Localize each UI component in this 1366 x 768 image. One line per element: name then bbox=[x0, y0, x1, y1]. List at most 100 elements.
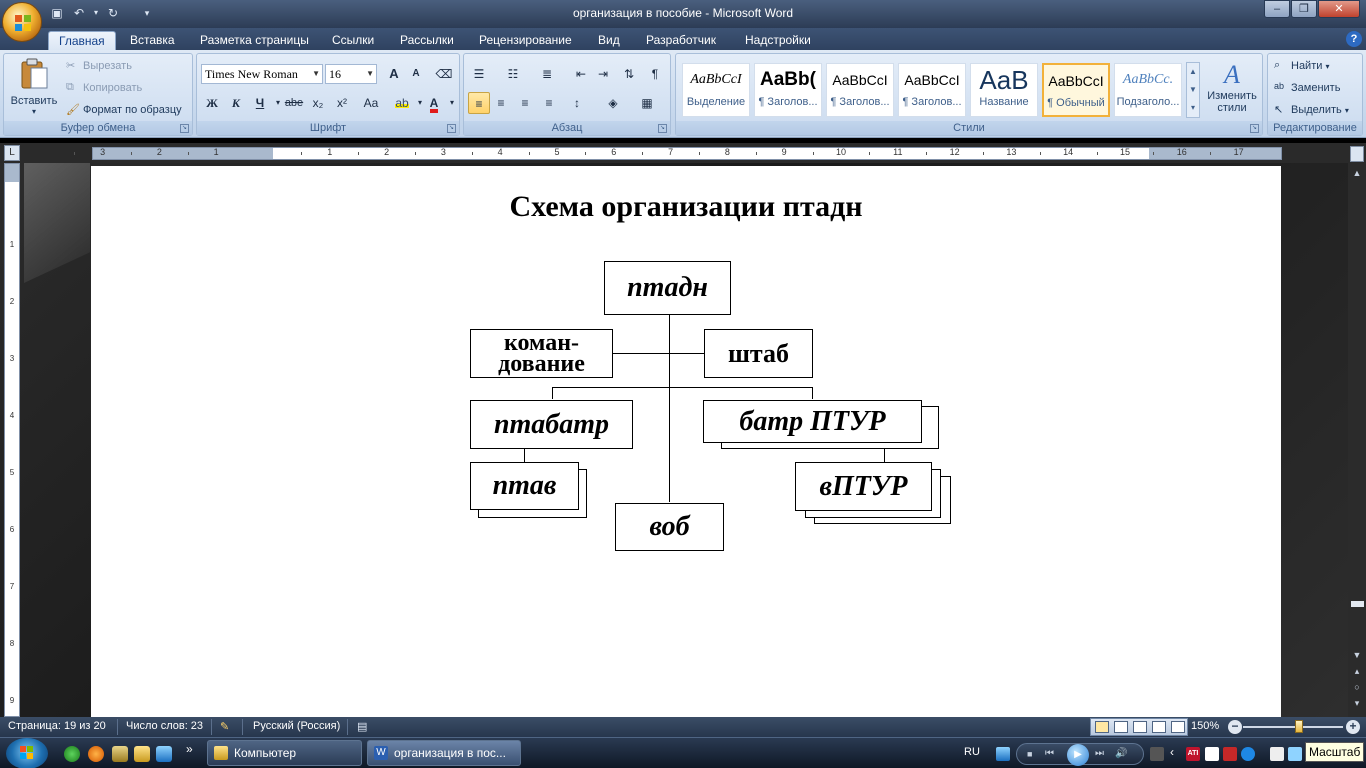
full-screen-reading-icon[interactable] bbox=[1114, 721, 1128, 733]
stop-icon[interactable]: ■ bbox=[1027, 749, 1033, 759]
tab-mailings[interactable]: Рассылки bbox=[400, 33, 454, 47]
volume-icon[interactable]: 🔊 bbox=[1115, 748, 1128, 759]
styles-scroll[interactable]: ▲▼▾ bbox=[1186, 62, 1200, 118]
redo-icon[interactable]: ↻ bbox=[107, 6, 119, 20]
font-name-combo[interactable]: Times New Roman▼ bbox=[201, 64, 323, 84]
shrink-font-button[interactable]: A bbox=[412, 68, 420, 79]
page-indicator[interactable]: Страница: 19 из 20 bbox=[8, 720, 106, 732]
borders-icon[interactable]: ▦ bbox=[641, 96, 653, 110]
numbering-icon[interactable]: ☷ bbox=[507, 67, 519, 81]
style-subtitle[interactable]: AaBbCc.Подзаголо... bbox=[1114, 63, 1182, 117]
document-page[interactable]: Схема организации птадн птадн коман- дов… bbox=[91, 166, 1281, 717]
draft-icon[interactable] bbox=[1171, 721, 1185, 733]
tab-insert[interactable]: Вставка bbox=[130, 33, 175, 47]
tray-media-icon[interactable] bbox=[996, 747, 1010, 761]
align-left-icon[interactable]: ≡ bbox=[468, 92, 490, 114]
font-color-dropdown-icon[interactable]: ▾ bbox=[449, 98, 454, 107]
increase-indent-icon[interactable]: ⇥ bbox=[597, 67, 609, 81]
macro-record-icon[interactable]: ▤ bbox=[357, 721, 368, 733]
tab-addins[interactable]: Надстройки bbox=[745, 33, 811, 47]
view-ruler-icon[interactable] bbox=[1350, 146, 1364, 162]
zoom-slider[interactable] bbox=[1243, 726, 1343, 728]
firefox-icon[interactable] bbox=[88, 746, 104, 762]
underline-button[interactable]: Ч bbox=[255, 96, 265, 110]
tab-review[interactable]: Рецензирование bbox=[479, 33, 572, 47]
browse-object-icon[interactable]: ○ bbox=[1354, 682, 1360, 692]
change-case-button[interactable]: Aa bbox=[363, 96, 379, 110]
maximize-button[interactable]: ❐ bbox=[1291, 0, 1317, 18]
decrease-indent-icon[interactable]: ⇤ bbox=[575, 67, 587, 81]
zoom-out-button[interactable]: − bbox=[1228, 720, 1242, 734]
language-indicator[interactable]: Русский (Россия) bbox=[253, 720, 341, 732]
scroll-thumb[interactable] bbox=[1351, 601, 1364, 607]
shading-icon[interactable]: ◈ bbox=[608, 96, 618, 110]
justify-icon[interactable]: ≡ bbox=[545, 96, 553, 110]
word-count[interactable]: Число слов: 23 bbox=[126, 720, 204, 732]
cut-button[interactable]: ✂Вырезать bbox=[66, 59, 132, 73]
tab-references[interactable]: Ссылки bbox=[332, 33, 375, 47]
office-button[interactable] bbox=[2, 2, 42, 42]
tab-page-layout[interactable]: Разметка страницы bbox=[200, 33, 309, 47]
select-button[interactable]: ↖Выделить ▾ bbox=[1274, 103, 1349, 116]
next-page-icon[interactable]: ▾ bbox=[1354, 698, 1360, 708]
style-normal[interactable]: AaBbCcI¶ Обычный bbox=[1042, 63, 1110, 117]
antivirus-icon[interactable] bbox=[1223, 747, 1237, 761]
tray-display-icon[interactable] bbox=[1288, 747, 1302, 761]
play-icon[interactable]: ▶ bbox=[1067, 744, 1089, 766]
paragraph-launcher-icon[interactable]: ↘ bbox=[658, 124, 667, 133]
customize-qat-icon[interactable]: ▾ bbox=[144, 8, 150, 18]
paste-button[interactable]: Вставить ▾ bbox=[8, 58, 60, 116]
clear-formatting-icon[interactable]: ⌫ bbox=[435, 67, 453, 81]
superscript-button[interactable]: x² bbox=[337, 96, 347, 110]
print-layout-icon[interactable] bbox=[1095, 721, 1109, 733]
save-icon[interactable]: ▣ bbox=[51, 6, 63, 20]
undo-icon[interactable]: ↶ bbox=[73, 6, 85, 20]
align-right-icon[interactable]: ≡ bbox=[521, 96, 529, 110]
tab-view[interactable]: Вид bbox=[598, 33, 620, 47]
tray-network-icon[interactable] bbox=[1150, 747, 1164, 761]
zoom-in-button[interactable]: + bbox=[1346, 720, 1360, 734]
font-size-combo[interactable]: 16▼ bbox=[325, 64, 377, 84]
tray-window-icon[interactable] bbox=[1270, 747, 1284, 761]
italic-button[interactable]: К bbox=[231, 96, 241, 110]
style-heading-2[interactable]: AaBbCcI¶ Заголов... bbox=[826, 63, 894, 117]
copy-button[interactable]: ⧉Копировать bbox=[66, 81, 142, 95]
font-color-icon[interactable]: A bbox=[423, 92, 445, 114]
styles-launcher-icon[interactable]: ↘ bbox=[1250, 124, 1259, 133]
font-launcher-icon[interactable]: ↘ bbox=[447, 124, 456, 133]
sort-icon[interactable]: ⇅ bbox=[623, 67, 635, 81]
underline-dropdown-icon[interactable]: ▾ bbox=[275, 98, 280, 107]
previous-page-icon[interactable]: ▴ bbox=[1354, 666, 1360, 676]
close-button[interactable]: ✕ bbox=[1318, 0, 1360, 18]
style-heading-3[interactable]: AaBbCcI¶ Заголов... bbox=[898, 63, 966, 117]
tray-app-icon[interactable] bbox=[1205, 747, 1219, 761]
previous-track-icon[interactable]: ⏮ bbox=[1045, 748, 1054, 759]
align-center-icon[interactable]: ≡ bbox=[497, 96, 505, 110]
minimize-button[interactable]: – bbox=[1264, 0, 1290, 18]
scroll-down-icon[interactable]: ▼ bbox=[1352, 650, 1362, 660]
tab-developer[interactable]: Разработчик bbox=[646, 33, 716, 47]
ati-icon[interactable]: ATI bbox=[1186, 747, 1200, 761]
bold-button[interactable]: Ж bbox=[206, 96, 218, 110]
input-language[interactable]: RU bbox=[964, 746, 980, 758]
grow-font-button[interactable]: A bbox=[389, 66, 399, 81]
find-button[interactable]: ⌕Найти ▾ bbox=[1274, 59, 1330, 72]
tab-selector[interactable]: L bbox=[4, 145, 20, 161]
tray-collapse-icon[interactable]: ‹ bbox=[1170, 745, 1174, 759]
format-painter-button[interactable]: 🖌Формат по образцу bbox=[66, 103, 182, 117]
quicklaunch-app-icon[interactable] bbox=[64, 746, 80, 762]
show-desktop-icon[interactable] bbox=[134, 746, 150, 762]
help-icon[interactable]: ? bbox=[1346, 31, 1362, 47]
start-button[interactable] bbox=[6, 738, 48, 768]
zoom-level[interactable]: 150% bbox=[1191, 720, 1220, 732]
next-track-icon[interactable]: ⏭ bbox=[1095, 748, 1104, 759]
line-spacing-icon[interactable]: ↕ bbox=[574, 96, 580, 110]
change-styles-button[interactable]: A Изменить стили bbox=[1204, 60, 1260, 114]
zoom-slider-thumb[interactable] bbox=[1295, 720, 1303, 733]
vertical-scrollbar[interactable]: ▲ ▼ ▴ ○ ▾ bbox=[1348, 163, 1366, 717]
tray-c-icon[interactable] bbox=[1241, 747, 1255, 761]
